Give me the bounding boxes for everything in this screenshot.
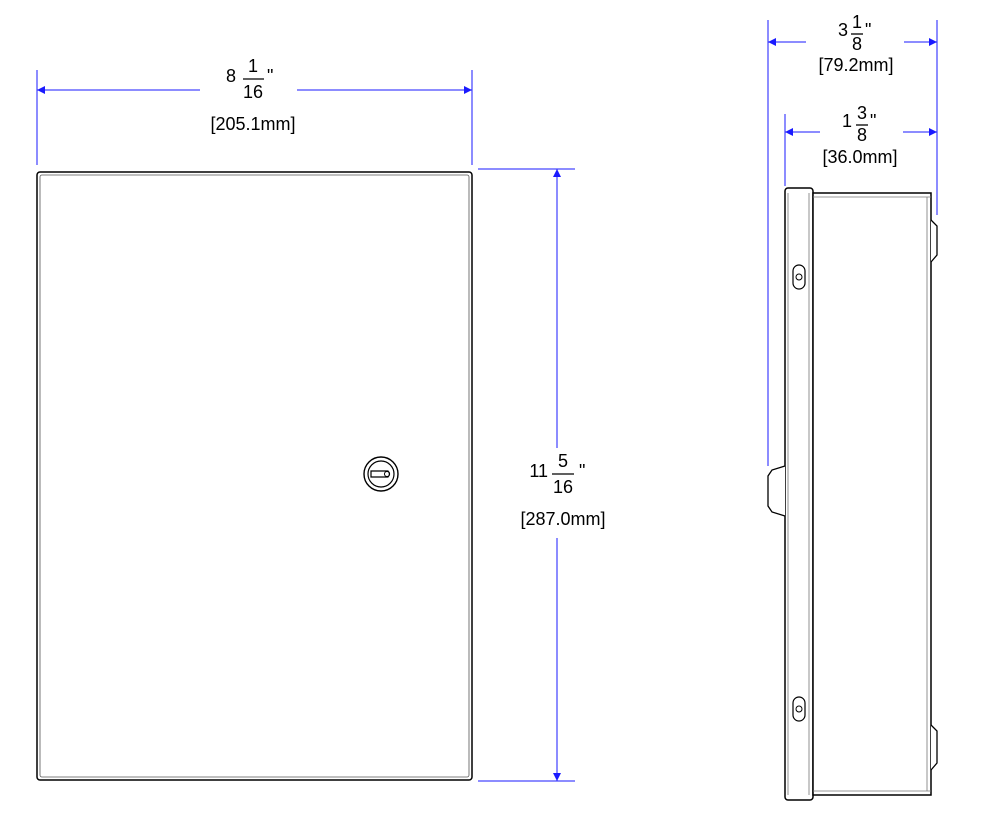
front-width-dimension: 8 1 16 " [205.1mm] <box>36 56 473 165</box>
hinge-icon-bottom <box>792 696 806 722</box>
overall-depth-denominator: 8 <box>852 34 862 54</box>
front-width-denominator: 16 <box>243 82 263 102</box>
overall-depth-numerator: 1 <box>852 12 862 32</box>
side-lock-projection <box>767 465 786 517</box>
front-height-whole: 11 <box>529 461 548 481</box>
front-height-numerator: 5 <box>558 451 568 471</box>
front-door-inner-edge <box>39 174 470 778</box>
keyed-lock-icon <box>363 456 399 492</box>
front-height-dimension: 11 5 16 " [287.0mm] <box>478 168 606 782</box>
side-body-depth-dimension: 1 3 8 " [36.0mm] <box>784 103 938 215</box>
hinge-icon <box>792 264 806 290</box>
body-depth-denominator: 8 <box>857 125 867 145</box>
front-height-metric: [287.0mm] <box>520 509 605 529</box>
front-width-numerator: 1 <box>248 56 258 76</box>
body-depth-whole: 1 <box>842 111 852 131</box>
side-enclosure-body <box>812 192 932 796</box>
front-width-whole: 8 <box>226 66 236 86</box>
front-view <box>36 171 473 781</box>
overall-depth-unit: " <box>865 20 871 40</box>
overall-depth-metric: [79.2mm] <box>818 55 893 75</box>
body-depth-numerator: 3 <box>857 103 867 123</box>
front-height-unit: " <box>579 461 585 481</box>
front-height-denominator: 16 <box>553 477 573 497</box>
front-door-panel <box>36 171 473 781</box>
body-depth-unit: " <box>870 111 876 131</box>
front-width-unit: " <box>267 66 273 86</box>
side-top-knockout <box>930 219 938 263</box>
overall-depth-whole: 3 <box>838 20 848 40</box>
side-view <box>767 187 938 801</box>
side-bottom-knockout <box>930 724 938 771</box>
body-depth-metric: [36.0mm] <box>822 147 897 167</box>
front-width-metric: [205.1mm] <box>210 114 295 134</box>
